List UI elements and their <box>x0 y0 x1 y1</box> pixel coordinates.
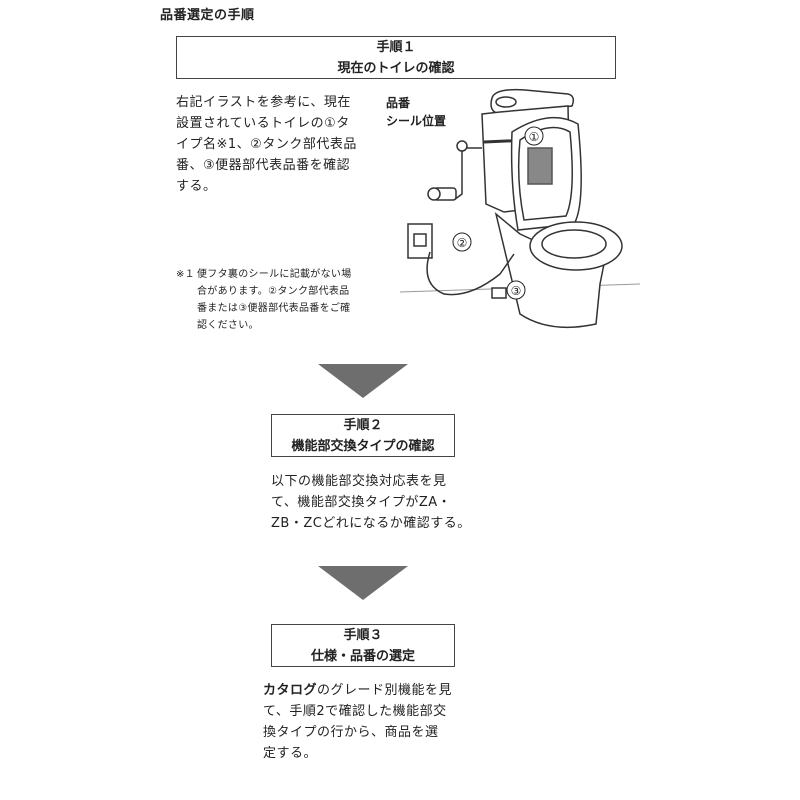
footnote: ※１ 便フタ裏のシールに記載がない場 合があります。②タンク部代表品 番または③… <box>176 266 376 334</box>
step3-heading: 手順３ <box>343 628 383 643</box>
step1-line: イプ名※1、②タンク部代表品 <box>176 137 357 152</box>
step3-header-box: 手順３ 仕様・品番の選定 <box>271 624 455 667</box>
footnote-line: 認ください。 <box>197 320 259 331</box>
marker-3: ③ <box>511 284 522 298</box>
step1-header-box: 手順１ 現在のトイレの確認 <box>176 36 616 79</box>
seal-label-line2: シール位置 <box>386 114 447 128</box>
step3-subheading: 仕様・品番の選定 <box>310 649 415 664</box>
step2-line: 以下の機能部交換対応表を見 <box>271 474 447 489</box>
step3-line: て、手順2で確認した機能部交 <box>263 704 447 719</box>
footnote-line: 番または③便器部代表品番をご確 <box>197 303 351 314</box>
step2-line: て、機能部交換タイプがZA・ <box>271 495 452 510</box>
catalog-link-text: カタログ <box>263 683 318 698</box>
step1-heading: 手順１ <box>376 40 416 55</box>
footnote-line: 便フタ裏のシールに記載がない場 <box>197 269 352 280</box>
toilet-illustration: ① ② ③ <box>400 88 640 329</box>
down-arrow-icon <box>318 364 408 398</box>
step1-line: 番、③便器部代表品番を確認 <box>176 158 351 173</box>
footnote-mark: ※１ <box>176 269 195 280</box>
page-title: 品番選定の手順 <box>160 8 255 23</box>
step3-description: カタログのグレード別機能を見 て、手順2で確認した機能部交 換タイプの行から、商… <box>263 680 471 764</box>
step3-line: 定する。 <box>263 746 318 761</box>
step3-line: カタログのグレード別機能を見 <box>263 683 453 698</box>
seal-label-line1: 品番 <box>386 96 411 110</box>
marker-1: ① <box>529 130 540 144</box>
step2-subheading: 機能部交換タイプの確認 <box>291 439 435 454</box>
down-arrow-icon <box>318 566 408 600</box>
step2-line: ZB・ZCどれになるか確認する。 <box>271 516 471 531</box>
marker-2: ② <box>457 236 468 250</box>
step2-description: 以下の機能部交換対応表を見 て、機能部交換タイプがZA・ ZB・ZCどれになるか… <box>271 471 471 534</box>
seal-position-label: 品番 シール位置 <box>386 94 446 130</box>
step1-line: する。 <box>176 179 217 194</box>
step1-subheading: 現在のトイレの確認 <box>337 61 455 76</box>
step2-heading: 手順２ <box>343 418 383 433</box>
step2-header-box: 手順２ 機能部交換タイプの確認 <box>271 414 455 457</box>
step1-line: 設置されているトイレの①タ <box>176 116 350 131</box>
step1-line: 右記イラストを参考に、現在 <box>176 95 351 110</box>
step1-description: 右記イラストを参考に、現在 設置されているトイレの①タ イプ名※1、②タンク部代… <box>176 92 374 197</box>
footnote-line: 合があります。②タンク部代表品 <box>197 286 350 297</box>
step3-line: 換タイプの行から、商品を選 <box>263 725 439 740</box>
